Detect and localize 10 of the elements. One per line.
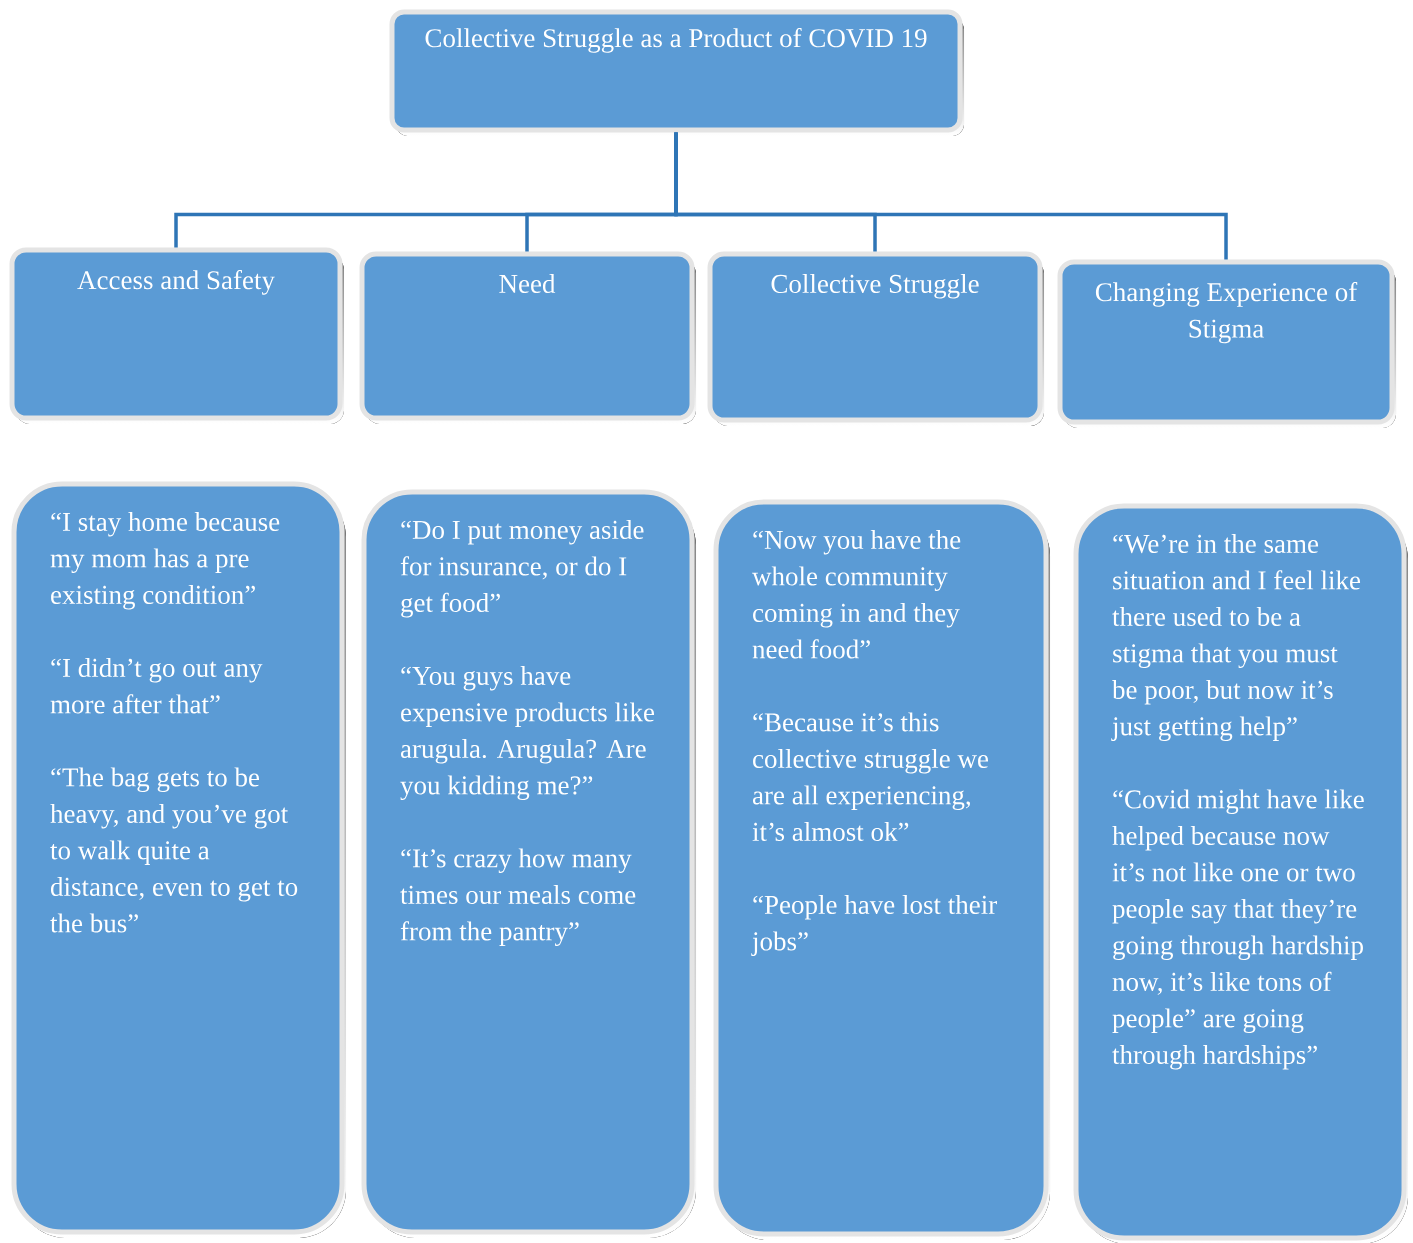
category-box: Access and Safety: [9, 247, 344, 424]
quote-box: “I stay home because my mom has a pre existing condition” “I didn’t go out any more after that” “The bag gets to be heavy, and you’ve got to walk quite a distance, even to get to the bus”: [11, 481, 346, 1238]
category-box: Need: [359, 251, 696, 424]
title-box: Collective Struggle as a Product of COVID 19: [389, 9, 964, 136]
category-box: Collective Struggle: [707, 251, 1044, 426]
quote-box: “We’re in the same situation and I feel like there used to be a stigma that you must be poor, but now it’s just getting help” “Covid might have like helped because now it’s not like one or two people say that they’re going through hardship now, it’s like tons of people” are going through hardships”: [1073, 503, 1408, 1243]
quote-box: “Do I put money aside for insurance, or do I get food” “You guys have expensive products like arugula. Arugula? Are you kidding me?” “It’s crazy how many times our meals come from the pantry”: [361, 489, 696, 1238]
category-box: Changing Experience of Stigma: [1057, 259, 1396, 428]
quote-box: “Now you have the whole community coming in and they need food” “Because it’s this collective struggle we are all experiencing, it’s almost ok” “People have lost their jobs”: [713, 499, 1050, 1240]
connector-line: [674, 132, 1228, 260]
